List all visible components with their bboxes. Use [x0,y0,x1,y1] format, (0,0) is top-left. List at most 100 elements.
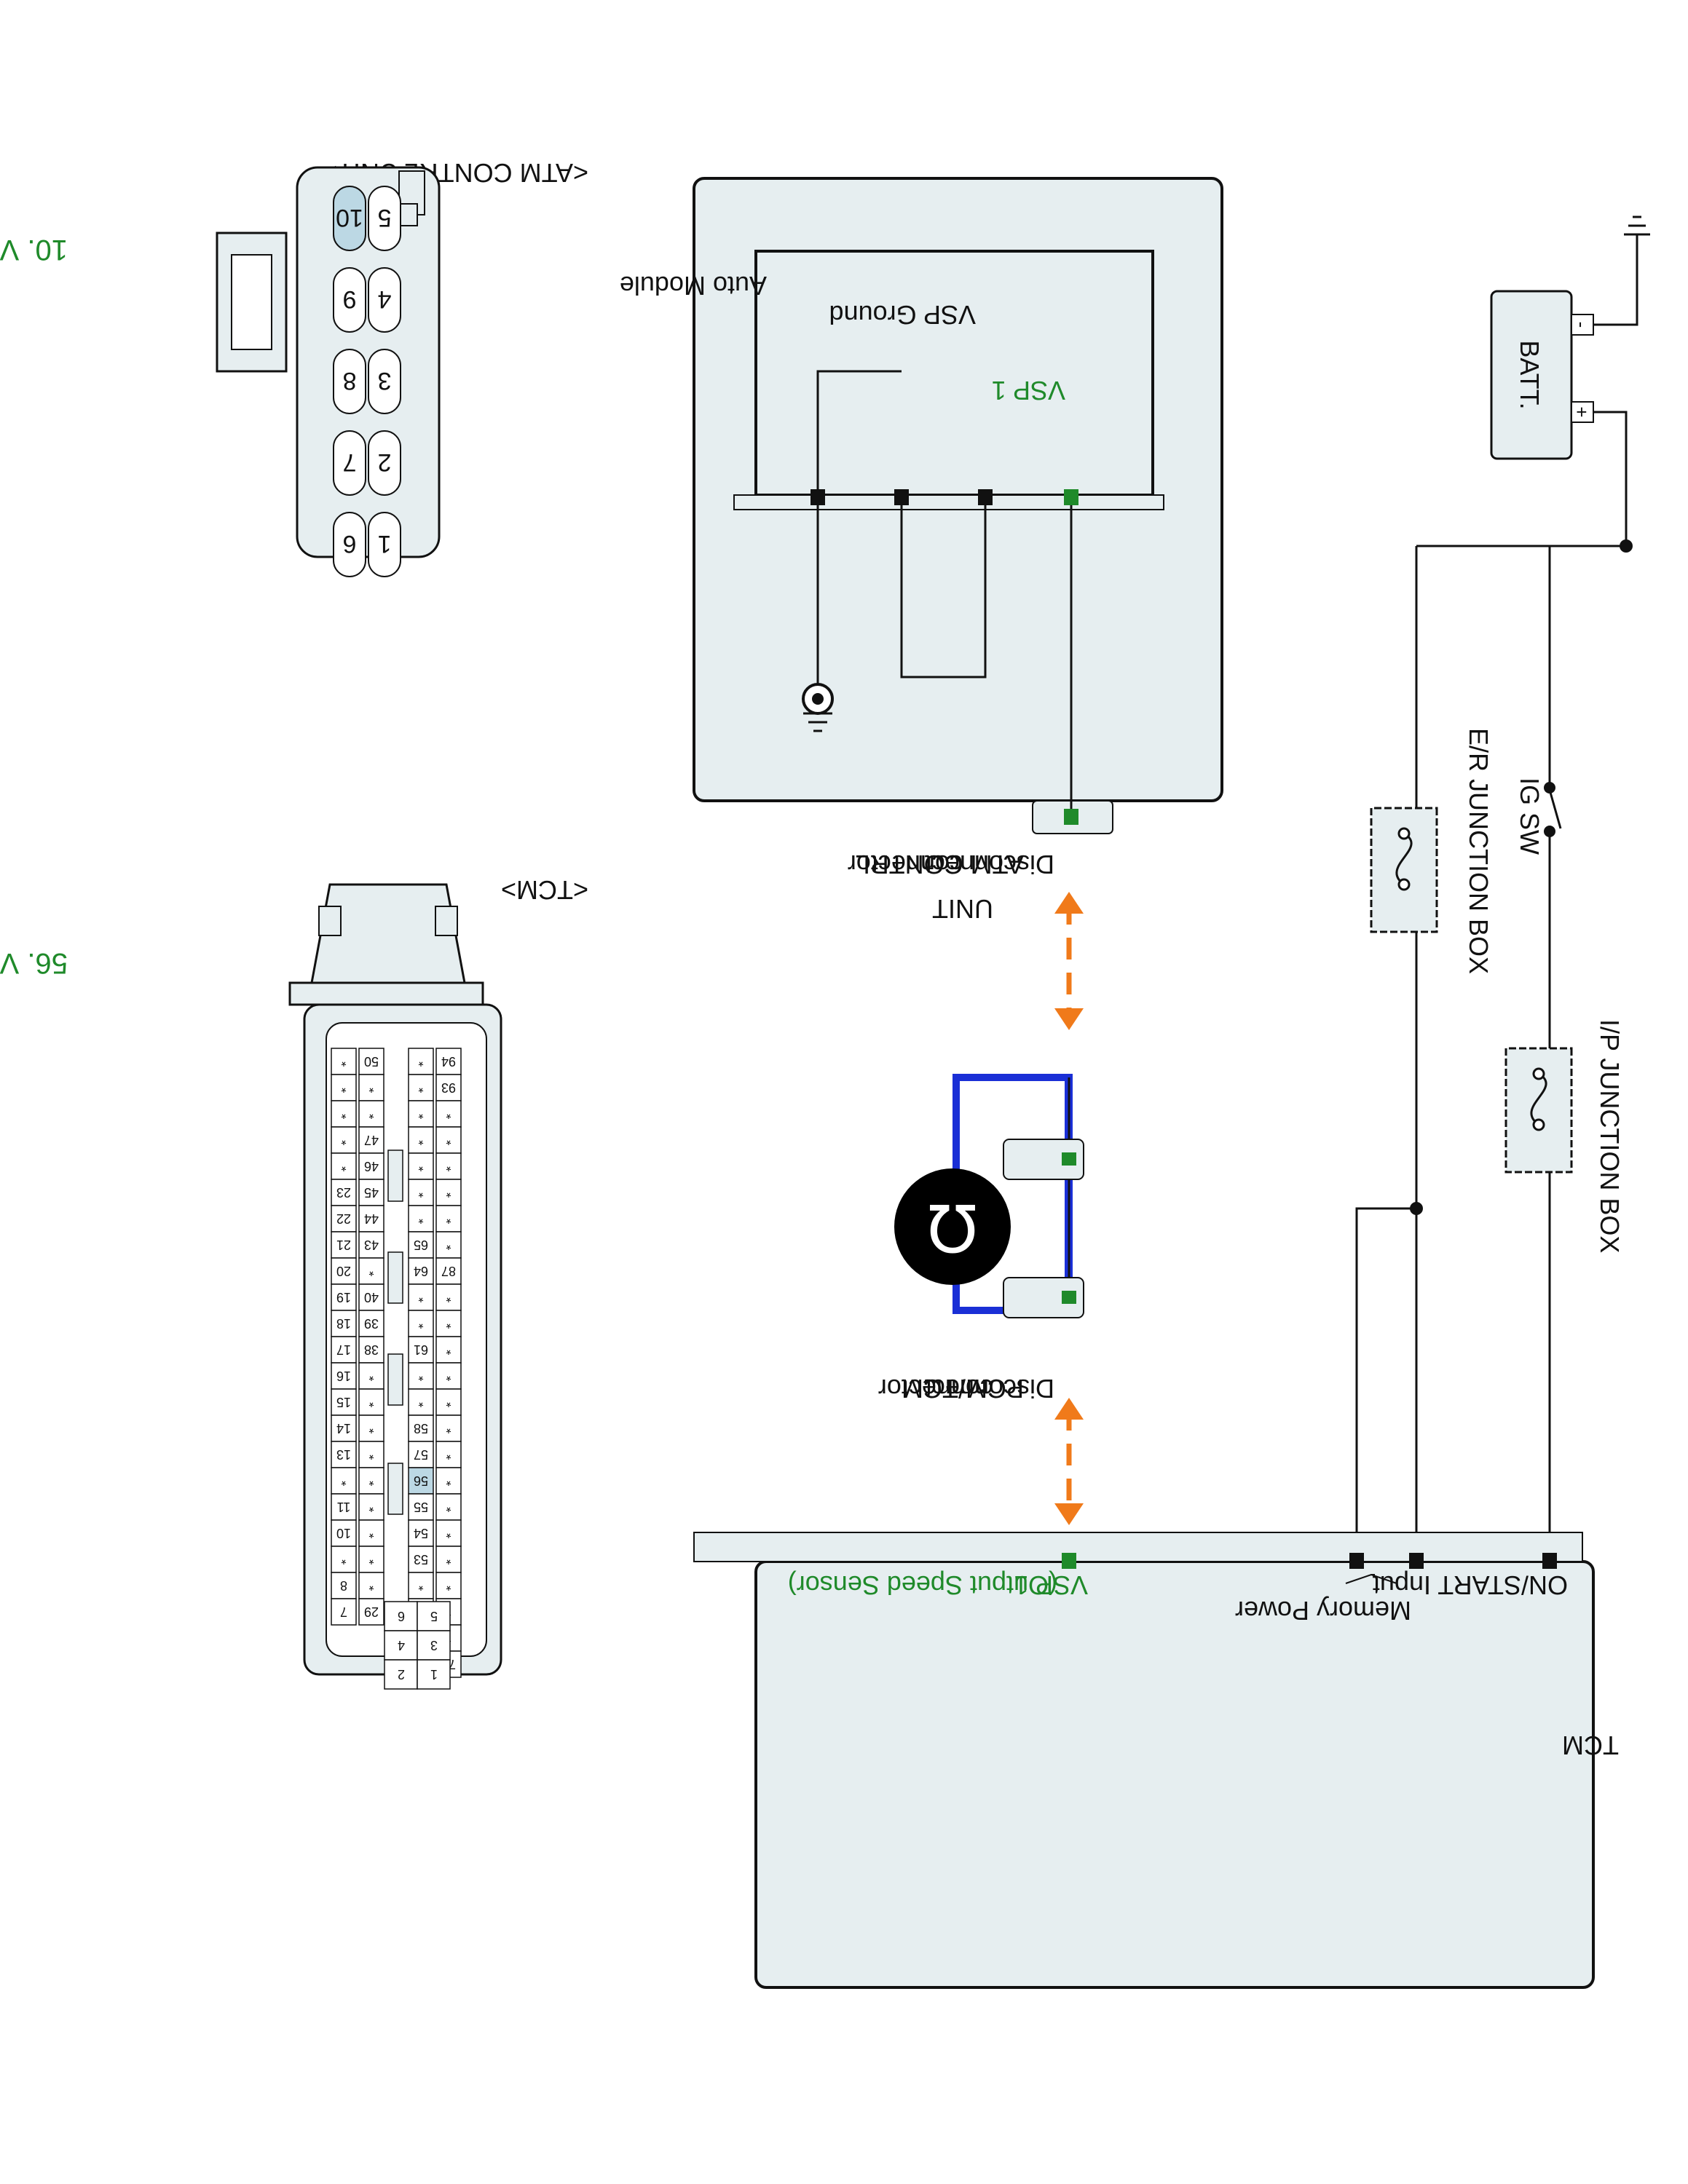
tcm-pin-label: * [368,1473,374,1488]
test-probe-left [1003,1139,1084,1180]
atm-pin: 10 [333,186,366,251]
tcm-pin-label: 40 [364,1290,379,1305]
tcm-pin: 23 [331,1179,357,1206]
tcm-pin-label: 8 [340,1578,347,1593]
tcm-aux-pin-label: 4 [398,1638,405,1653]
atm-pin-label: 5 [378,204,392,232]
auto-module-box [693,177,1223,834]
tcm-pin-label: * [446,1552,451,1567]
tcm-pin-label: * [446,1211,451,1226]
tcm-pin: 8 [331,1572,357,1599]
tcm-pin-label: 16 [336,1369,351,1383]
vsp-ground-loop-wire [900,497,987,678]
tcm-pin: 16 [331,1362,357,1390]
tcm-pin: * [408,1362,434,1390]
tcm-key-bar [387,1251,403,1304]
tcm-pin: * [435,1441,462,1468]
tcm-pin: 40 [358,1283,384,1311]
tcm-pin: * [435,1283,462,1311]
tcm-pin-label: 47 [364,1133,379,1147]
tcm-pin-label: 50 [364,1054,379,1069]
atm-pin: 8 [333,349,366,414]
tcm-pin-label: * [341,1552,346,1567]
atm-connector-caption: 10. VSP 1(Output Speed Sensor) [0,234,68,266]
tcm-pin: * [358,1493,384,1521]
battery-minus-label: - [1571,322,1593,328]
tcm-pin: * [435,1362,462,1390]
tcm-pin-on-start [1542,1553,1557,1569]
tcm-pin: * [331,1100,357,1128]
tcm-pin-label: * [446,1395,451,1409]
battery-ground-icon [1624,215,1650,236]
tcm-pin: 44 [358,1205,384,1233]
tcm-pin: * [408,1572,434,1599]
atm-pin-label: 2 [378,448,392,476]
tcm-pin: 45 [358,1179,384,1206]
battery-label: BATT. [1515,340,1545,409]
tcm-pin: * [435,1310,462,1337]
tcm-pin-label: 64 [414,1264,428,1278]
atm-pin-label: 3 [378,367,392,395]
tcm-aux-pin: 6 [384,1601,418,1631]
atm-pin: 3 [368,349,401,414]
tcm-pin: 21 [331,1231,357,1259]
tcm-pin: * [435,1231,462,1259]
tcm-pin: * [358,1519,384,1547]
tcm-pin: 13 [331,1441,357,1468]
tcm-pin-label: 20 [336,1264,351,1278]
tcm-aux-pin: 4 [384,1630,418,1661]
tcm-pin: 50 [358,1048,384,1075]
tcm-pin: * [408,1048,434,1075]
tcm-pin-label: 29 [364,1605,379,1619]
tcm-pin-label: 58 [414,1421,428,1436]
tcm-pin-label: * [418,1369,423,1383]
auto-module-vsp1-label: VSP 1 [992,376,1065,405]
tcm-pin: * [408,1152,434,1180]
tcm-pin-label: * [341,1159,346,1174]
atm-pin-label: 7 [343,448,357,476]
tcm-pin-label: * [368,1447,374,1462]
tcm-pin: 18 [331,1310,357,1337]
tcm-pin: * [358,1257,384,1285]
er-junction-box-label: E/R JUNCTION BOX [1464,728,1494,974]
tcm-pin: 58 [408,1415,434,1442]
memory-power-branch-wire [1355,1207,1416,1559]
tcm-pin-label: 65 [414,1238,428,1252]
tcm-pin-label: * [418,1159,423,1174]
battery-plus-label: + [1571,406,1593,417]
tcm-pin-label: * [368,1264,374,1278]
auto-module-label: Auto Module [620,271,767,301]
tcm-pin-label: 39 [364,1316,379,1331]
tcm-pin-label: * [368,1500,374,1514]
tcm-pin: 43 [358,1231,384,1259]
tcm-vsp1-sublabel: (Output Speed Sensor) [788,1570,1057,1600]
vsp-ground-label: VSP Ground [829,300,976,330]
tcm-pin-label: * [446,1578,451,1593]
tcm-pin-label: * [418,1211,423,1226]
module-internal-ground-wire [816,370,902,497]
ohmmeter-icon: Ω [894,1168,1011,1285]
tcm-pin-label: * [446,1447,451,1462]
tcm-aux-pin-label: 6 [398,1609,405,1623]
tcm-pin-label: 61 [414,1342,428,1357]
tcm-pin-label: * [446,1473,451,1488]
tcm-pin: * [331,1467,357,1495]
tcm-pin: 54 [408,1519,434,1547]
atm-pin: 5 [368,186,401,251]
tcm-pin: * [408,1283,434,1311]
atm-pin-label: 9 [343,285,357,313]
tcm-pin-label: * [418,1107,423,1121]
tcm-pin: * [358,1100,384,1128]
atm-pin: 9 [333,267,366,333]
tcm-pin: * [435,1546,462,1573]
tcm-pin: * [331,1126,357,1154]
tcm-pin-label: * [446,1526,451,1540]
atm-pin: 4 [368,267,401,333]
disconnect-atm-text: Disconnect ATM CONTRL UNIT connector [848,850,1054,924]
tcm-pin-label: * [446,1316,451,1331]
tcm-key-bar [387,1463,403,1515]
tcm-pin-label: 13 [336,1447,351,1462]
